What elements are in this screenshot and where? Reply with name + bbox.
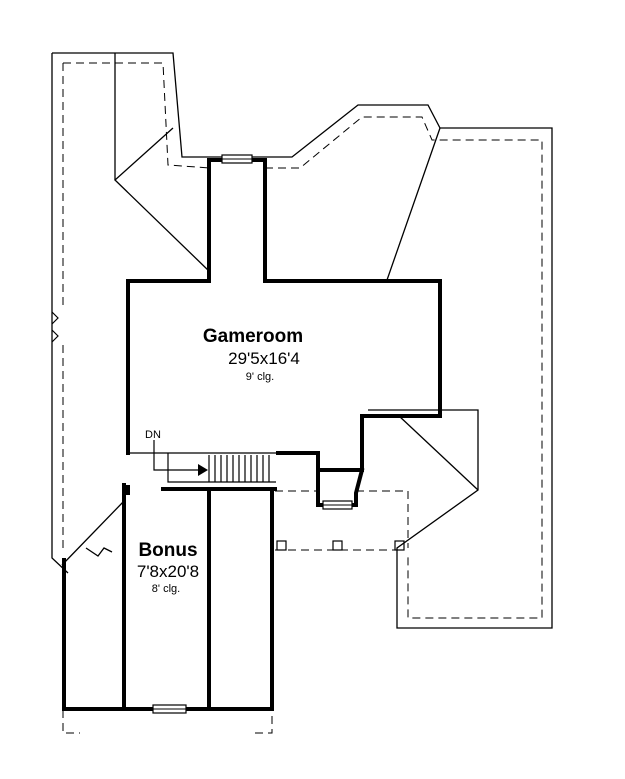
- stairway: DN: [145, 429, 276, 483]
- interior-walls: [122, 451, 320, 711]
- exterior-walls: [62, 158, 442, 711]
- gameroom-label: Gameroom 29'5x16'4 9' clg.: [203, 326, 303, 383]
- bonus-label: Bonus 7'8x20'8 8' clg.: [137, 540, 199, 595]
- eave-dashed-outline: [62, 62, 543, 734]
- bonus-name: Bonus: [138, 540, 197, 561]
- window-bottom: [152, 704, 187, 714]
- stair-direction-arrow: [153, 440, 204, 471]
- gameroom-name: Gameroom: [203, 326, 303, 347]
- bonus-dimensions: 7'8x20'8: [137, 562, 199, 581]
- arrow-head-icon: [198, 464, 208, 476]
- bonus-ceiling: 8' clg.: [152, 583, 180, 595]
- stair-treads: [208, 455, 270, 482]
- gameroom-dimensions: 29'5x16'4: [228, 349, 300, 368]
- stair-down-label: DN: [145, 429, 161, 441]
- gameroom-ceiling: 9' clg.: [246, 371, 274, 383]
- window-right: [322, 500, 353, 510]
- window-top: [221, 154, 253, 164]
- porch-post-markers: [51, 311, 405, 551]
